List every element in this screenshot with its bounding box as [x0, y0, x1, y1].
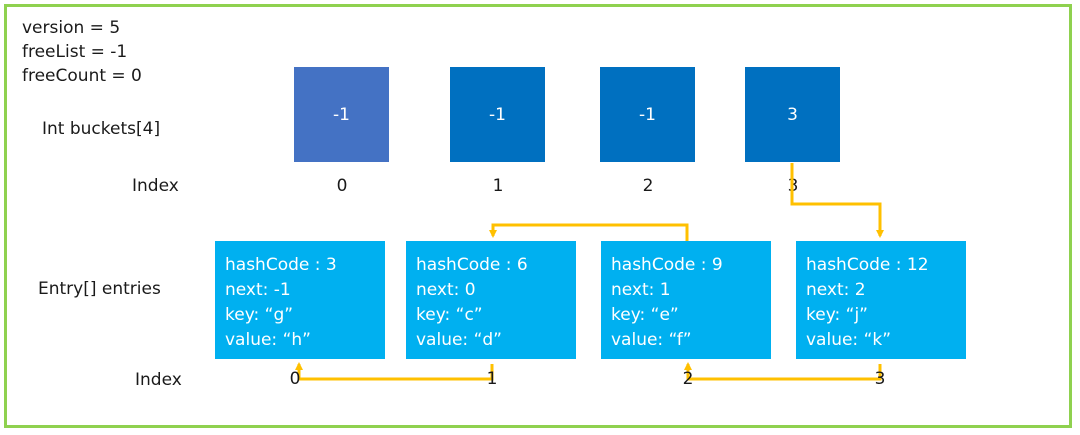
index-label-bottom: Index	[135, 370, 182, 390]
arrow-entry2-to-entry1	[489, 223, 689, 241]
entry-3-value: value: “k”	[806, 330, 892, 350]
bucket-1: -1	[450, 67, 545, 162]
diagram-frame	[4, 4, 1072, 428]
entry-2: hashCode : 9 next: 1 key: “e” value: “f”	[601, 241, 771, 359]
entry-2-next: next: 1	[611, 280, 671, 300]
entry-index-1: 1	[486, 369, 498, 389]
entry-0-value: value: “h”	[225, 330, 311, 350]
entries-label: Entry[] entries	[38, 279, 161, 299]
entry-3-next: next: 2	[806, 280, 866, 300]
entry-index-3: 3	[874, 369, 886, 389]
bucket-index-2: 2	[642, 176, 654, 196]
entry-0-next: next: -1	[225, 280, 291, 300]
entry-2-key: key: “e”	[611, 305, 679, 325]
entry-index-0: 0	[289, 369, 301, 389]
entry-0-hashcode: hashCode : 3	[225, 255, 337, 275]
bucket-index-0: 0	[336, 176, 348, 196]
entry-3-hashcode: hashCode : 12	[806, 255, 929, 275]
free-list-text: freeList = -1	[22, 42, 128, 62]
entry-1-next: next: 0	[416, 280, 476, 300]
entry-2-value: value: “f”	[611, 330, 692, 350]
bucket-0: -1	[294, 67, 389, 162]
entry-1-value: value: “d”	[416, 330, 502, 350]
buckets-label: Int buckets[4]	[42, 119, 161, 139]
arrow-entry3-to-entry2	[684, 362, 882, 381]
entry-3-key: key: “j”	[806, 305, 868, 325]
version-text: version = 5	[22, 18, 121, 38]
bucket-3: 3	[745, 67, 840, 162]
entry-1: hashCode : 6 next: 0 key: “c” value: “d”	[406, 241, 576, 359]
free-count-text: freeCount = 0	[22, 66, 142, 86]
entry-3: hashCode : 12 next: 2 key: “j” value: “k…	[796, 241, 966, 359]
index-label-top: Index	[132, 176, 179, 196]
entry-1-hashcode: hashCode : 6	[416, 255, 528, 275]
entry-index-2: 2	[682, 369, 694, 389]
entry-0: hashCode : 3 next: -1 key: “g” value: “h…	[215, 241, 385, 359]
arrow-entry1-to-entry0	[295, 362, 494, 381]
bucket-2: -1	[600, 67, 695, 162]
entry-1-key: key: “c”	[416, 305, 483, 325]
arrow-bucket3-to-entry3	[790, 163, 884, 238]
entry-2-hashcode: hashCode : 9	[611, 255, 723, 275]
bucket-index-1: 1	[492, 176, 504, 196]
entry-0-key: key: “g”	[225, 305, 294, 325]
